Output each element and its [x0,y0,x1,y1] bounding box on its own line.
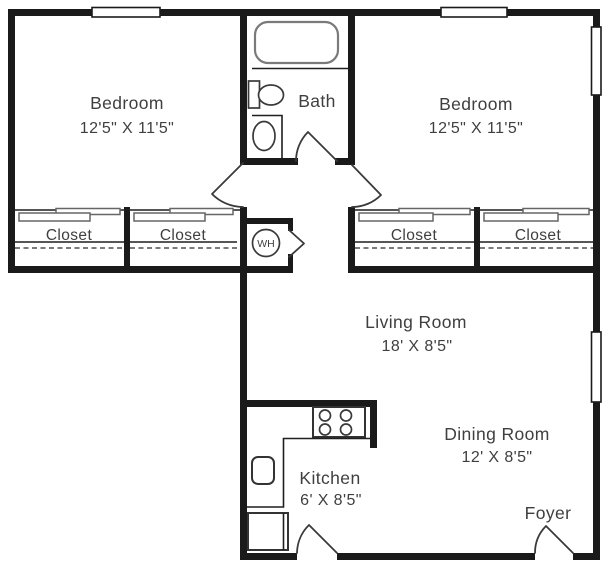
windows [91,6,602,403]
bathtub-icon [253,20,340,65]
bedroom-left-label: Bedroom [90,93,164,113]
kitchen-dimensions: 6' X 8'5" [300,492,362,509]
water-heater-closet: WH [251,228,305,258]
walls [8,9,600,560]
stove-burner-icon [339,409,353,422]
kitchen-fixtures [247,406,370,551]
doors [211,131,574,554]
closet-label: Closet [160,227,207,244]
wall-center-spine-upper [240,9,247,165]
wall-center-spine-lower [240,207,247,560]
stove-burner-icon [339,423,353,436]
dining-room-label: Dining Room [444,424,550,444]
wall-kitchen-stub [370,400,377,448]
living-room-dimensions: 18' X 8'5" [382,338,453,355]
closet-label: Closet [46,227,93,244]
kitchen-counter-line [247,437,370,508]
bedroom-right-label: Bedroom [439,94,513,114]
wall-bottom-segment-1 [240,553,297,560]
water-heater-icon [251,228,281,258]
wall-wh-top [240,218,293,224]
window-bedroom-right-side [590,26,602,96]
water-heater-label: WH [257,238,275,250]
sliding-door-icon [398,207,471,216]
wall-bath-bottom-left [240,158,298,165]
bath-sink-icon [252,120,276,152]
foyer-label: Foyer [525,503,572,523]
sliding-door-icon [483,212,559,222]
bedroom-right-dimensions: 12'5" X 11'5" [429,120,523,137]
wall-left-closet-bottom [8,266,293,273]
sliding-door-icon [18,212,91,222]
sliding-door-icon [358,212,434,222]
closet-label: Closet [515,227,562,244]
wall-top-exterior [8,9,600,16]
closet-label: Closet [391,227,438,244]
sliding-door-icon [133,212,206,222]
window-bedroom-left-top [91,6,161,18]
wall-wh-return-bottom [288,254,293,267]
window-dining-side [590,331,602,403]
wall-right-closet-bottom [348,266,600,273]
sink-compartment-line [252,114,283,158]
wall-bottom-segment-3 [573,553,600,560]
closet-fronts [15,207,593,249]
kitchen-sink-icon [251,456,275,485]
door-bath-icon [295,131,338,162]
wall-closet-divider-right [474,207,480,267]
kitchen-label: Kitchen [299,468,360,488]
wall-bottom-segment-2 [337,553,535,560]
wall-left-exterior [8,9,15,273]
dining-room-dimensions: 12' X 8'5" [462,449,533,466]
door-bedroom-left-icon [211,162,244,208]
wall-wh-return-top [288,218,293,231]
room-labels: Bedroom 12'5" X 11'5" Bath Bedroom 12'5"… [46,91,572,523]
wall-bath-right [348,9,355,165]
stove-burner-icon [318,423,332,436]
wall-bedroom-right-stub [348,207,355,273]
refrigerator-icon [247,512,289,551]
door-kitchen-icon [296,524,338,554]
window-bedroom-right-top [440,6,508,18]
wall-right-exterior [593,9,600,560]
wall-closet-divider-left [124,207,130,267]
water-heater-door-icon [288,229,305,258]
wall-kitchen-top [240,400,377,407]
toilet-bowl-icon [257,84,285,106]
bath-fixtures [247,20,348,158]
door-foyer-icon [534,525,574,554]
wall-bath-bottom-right [335,158,355,165]
stove-burner-icon [318,409,332,422]
living-room-label: Living Room [365,312,467,332]
bath-label: Bath [298,91,336,111]
door-bedroom-right-icon [351,164,382,208]
closet-shelf-lines [15,241,593,249]
bedroom-left-dimensions: 12'5" X 11'5" [80,120,174,137]
